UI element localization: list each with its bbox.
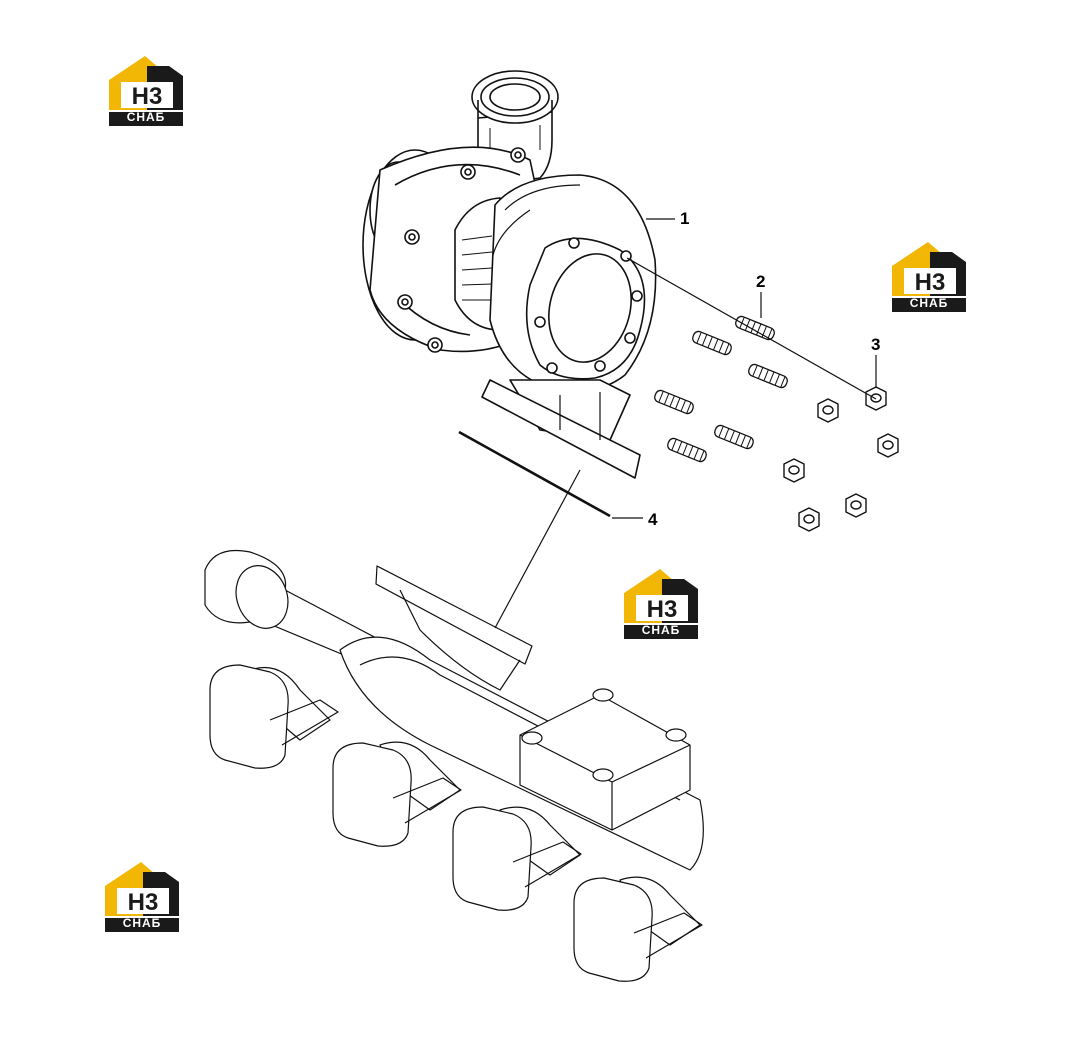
svg-text:Н3: Н3 — [915, 269, 946, 296]
callout-4: 4 — [648, 510, 658, 529]
callout-3: 3 — [871, 335, 881, 354]
logo-caption: СНАБ — [122, 916, 162, 930]
svg-text:Н3: Н3 — [647, 596, 678, 623]
stud-set — [654, 315, 788, 463]
exhaust-manifold — [204, 549, 704, 982]
gasket — [458, 430, 611, 518]
logo-caption: СНАБ — [909, 296, 949, 310]
turbocharger — [362, 70, 657, 479]
watermark-logo: Н3 СНАБ — [107, 54, 187, 128]
logo-icon: Н3 — [109, 56, 183, 126]
watermark-logo: Н3 СНАБ — [622, 567, 702, 641]
logo-caption: СНАБ — [641, 623, 681, 637]
logo-caption: СНАБ — [126, 110, 166, 124]
watermark-logo: Н3 СНАБ — [890, 240, 970, 314]
svg-text:Н3: Н3 — [132, 83, 163, 110]
leader-lines — [494, 218, 877, 629]
svg-text:Н3: Н3 — [128, 889, 159, 916]
watermark-logo: Н3 СНАБ — [103, 860, 183, 934]
callout-2: 2 — [756, 272, 766, 291]
logo-icon: Н3 — [105, 862, 179, 932]
logo-icon: Н3 — [892, 242, 966, 312]
logo-icon: Н3 — [624, 569, 698, 639]
callout-1: 1 — [680, 209, 690, 228]
nut-set — [783, 386, 899, 532]
